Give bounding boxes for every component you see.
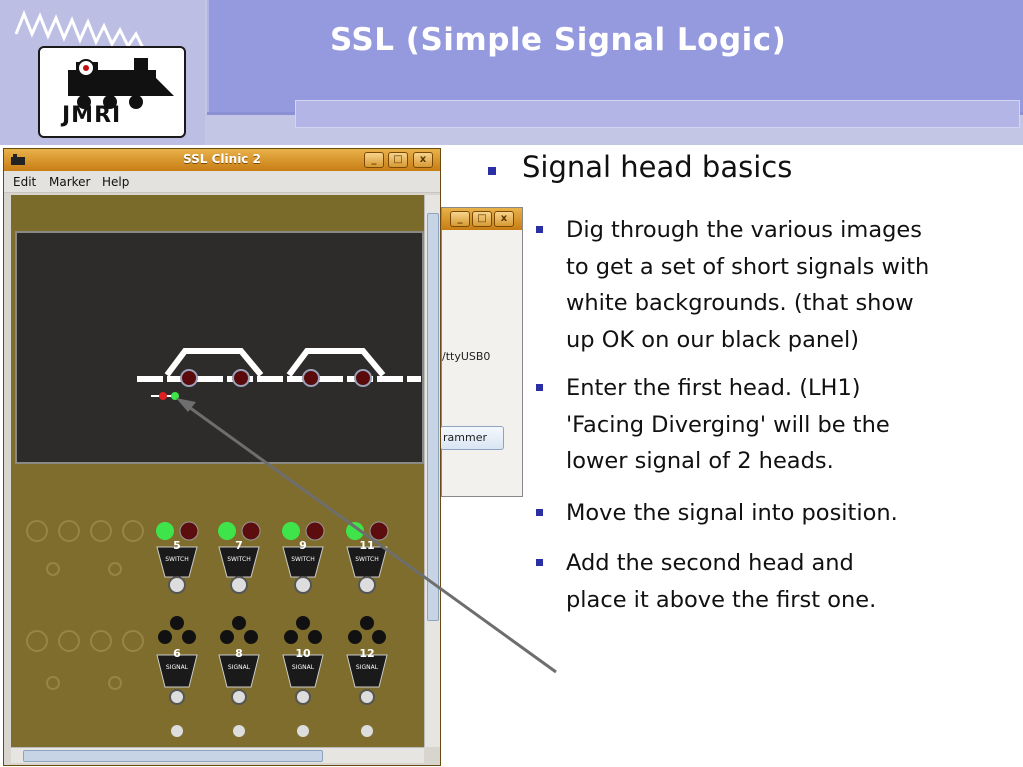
control-panel: 5 7 9 11 6 8 10 12 SWITCH SWITCH SWITCH … [26, 520, 389, 737]
bullet-line: Add the second head and [566, 550, 854, 576]
switch-number-11: 11 [359, 539, 374, 552]
switch-number-7: 7 [235, 539, 243, 552]
slide-title: SSL (Simple Signal Logic) [330, 22, 787, 58]
signal-number-12: 12 [359, 647, 374, 660]
menu-help[interactable]: Help [102, 175, 130, 189]
window-titlebar[interactable]: SSL Clinic 2 _ □ x [4, 149, 440, 171]
horizontal-scrollbar[interactable] [11, 747, 424, 763]
panel-top-strip [11, 195, 424, 229]
menu-marker[interactable]: Marker [49, 175, 91, 189]
menu-bar: Edit Marker Help [4, 171, 440, 193]
signal-plate-12[interactable] [346, 616, 388, 705]
switch-plate-label: SWITCH [227, 556, 251, 563]
switch-number-5: 5 [173, 539, 181, 552]
signal-plate-10[interactable] [282, 616, 324, 705]
bullet-line: lower signal of 2 heads. [566, 448, 834, 474]
bullet-line: Dig through the various images [566, 217, 922, 243]
bullet-line: white backgrounds. (that show [566, 290, 914, 316]
switch-number-9: 9 [299, 539, 307, 552]
track-diagram-area [15, 231, 424, 464]
bullet-item: Dig through the various images to get a … [536, 212, 1006, 358]
bullet-line: Enter the first head. (LH1) [566, 375, 861, 401]
title-band [207, 0, 1023, 112]
switch-plate-label: SWITCH [355, 556, 379, 563]
signal-plate-label: SIGNAL [292, 664, 315, 671]
background-window[interactable]: _ □ x /ttyUSB0 rammer [440, 207, 523, 497]
bullet-line: Move the signal into position. [566, 500, 898, 526]
signal-head-icon[interactable] [151, 392, 179, 400]
horizontal-scroll-thumb[interactable] [23, 750, 323, 762]
bullet-heading-text: Signal head basics [522, 150, 793, 184]
signal-number-10: 10 [295, 647, 311, 660]
ssl-clinic-window[interactable]: SSL Clinic 2 _ □ x Edit Marker Help [3, 148, 441, 766]
programmer-button[interactable]: rammer [440, 426, 504, 450]
bg-maximize-button[interactable]: □ [472, 211, 492, 227]
bullet-line: to get a set of short signals with [566, 253, 930, 280]
signal-number-8: 8 [235, 647, 243, 660]
layout-panel[interactable]: 5 7 9 11 6 8 10 12 SWITCH SWITCH SWITCH … [11, 195, 424, 747]
bullet-square-icon [536, 559, 543, 566]
background-window-titlebar[interactable]: _ □ x [442, 208, 522, 230]
background-window-body: /ttyUSB0 rammer [440, 230, 522, 496]
control-panel-area: 5 7 9 11 6 8 10 12 SWITCH SWITCH SWITCH … [11, 465, 424, 747]
bullet-line: 'Facing Diverging' will be the [566, 411, 890, 438]
locomotive-icon [68, 58, 174, 109]
signal-number-6: 6 [173, 647, 181, 660]
turnout-signal-icon[interactable] [232, 369, 250, 387]
bullet-item: Enter the first head. (LH1) 'Facing Dive… [536, 370, 1006, 480]
bullet-square-icon [488, 167, 496, 175]
logo-text: JMRI [62, 103, 122, 128]
signal-plate-8[interactable] [218, 616, 260, 705]
vertical-scrollbar[interactable] [424, 195, 440, 747]
bullet-line: place it above the first one. [566, 586, 877, 613]
bg-minimize-button[interactable]: _ [450, 211, 470, 227]
close-button[interactable]: x [413, 152, 433, 168]
app-icon [11, 154, 25, 165]
bullet-square-icon [536, 226, 543, 233]
switch-plate-label: SWITCH [165, 556, 189, 563]
signal-plate-6[interactable] [156, 616, 198, 705]
turnout-signal-icon[interactable] [180, 369, 198, 387]
menu-edit[interactable]: Edit [13, 175, 37, 189]
bullet-square-icon [536, 509, 543, 516]
bullet-line: up OK on our black panel) [566, 326, 859, 353]
signal-plate-label: SIGNAL [356, 664, 379, 671]
minimize-button[interactable]: _ [364, 152, 384, 168]
bullet-item: Move the signal into position. [536, 495, 1006, 532]
turnout-signal-icon[interactable] [302, 369, 320, 387]
jmri-logo: JMRI [38, 46, 186, 138]
maximize-button[interactable]: □ [388, 152, 408, 168]
signal-plate-label: SIGNAL [166, 664, 189, 671]
switch-plate-label: SWITCH [291, 556, 315, 563]
wavy-track-icon [14, 9, 146, 51]
bg-close-button[interactable]: x [494, 211, 514, 227]
bullet-square-icon [536, 384, 543, 391]
port-label: /ttyUSB0 [442, 350, 491, 363]
window-title: SSL Clinic 2 [183, 152, 261, 166]
vertical-scroll-thumb[interactable] [427, 213, 439, 621]
turnout-signal-icon[interactable] [354, 369, 372, 387]
header-strip [295, 100, 1020, 128]
signal-plate-label: SIGNAL [228, 664, 251, 671]
track-diagram [137, 348, 421, 400]
bullet-item: Add the second head and place it above t… [536, 545, 1006, 618]
